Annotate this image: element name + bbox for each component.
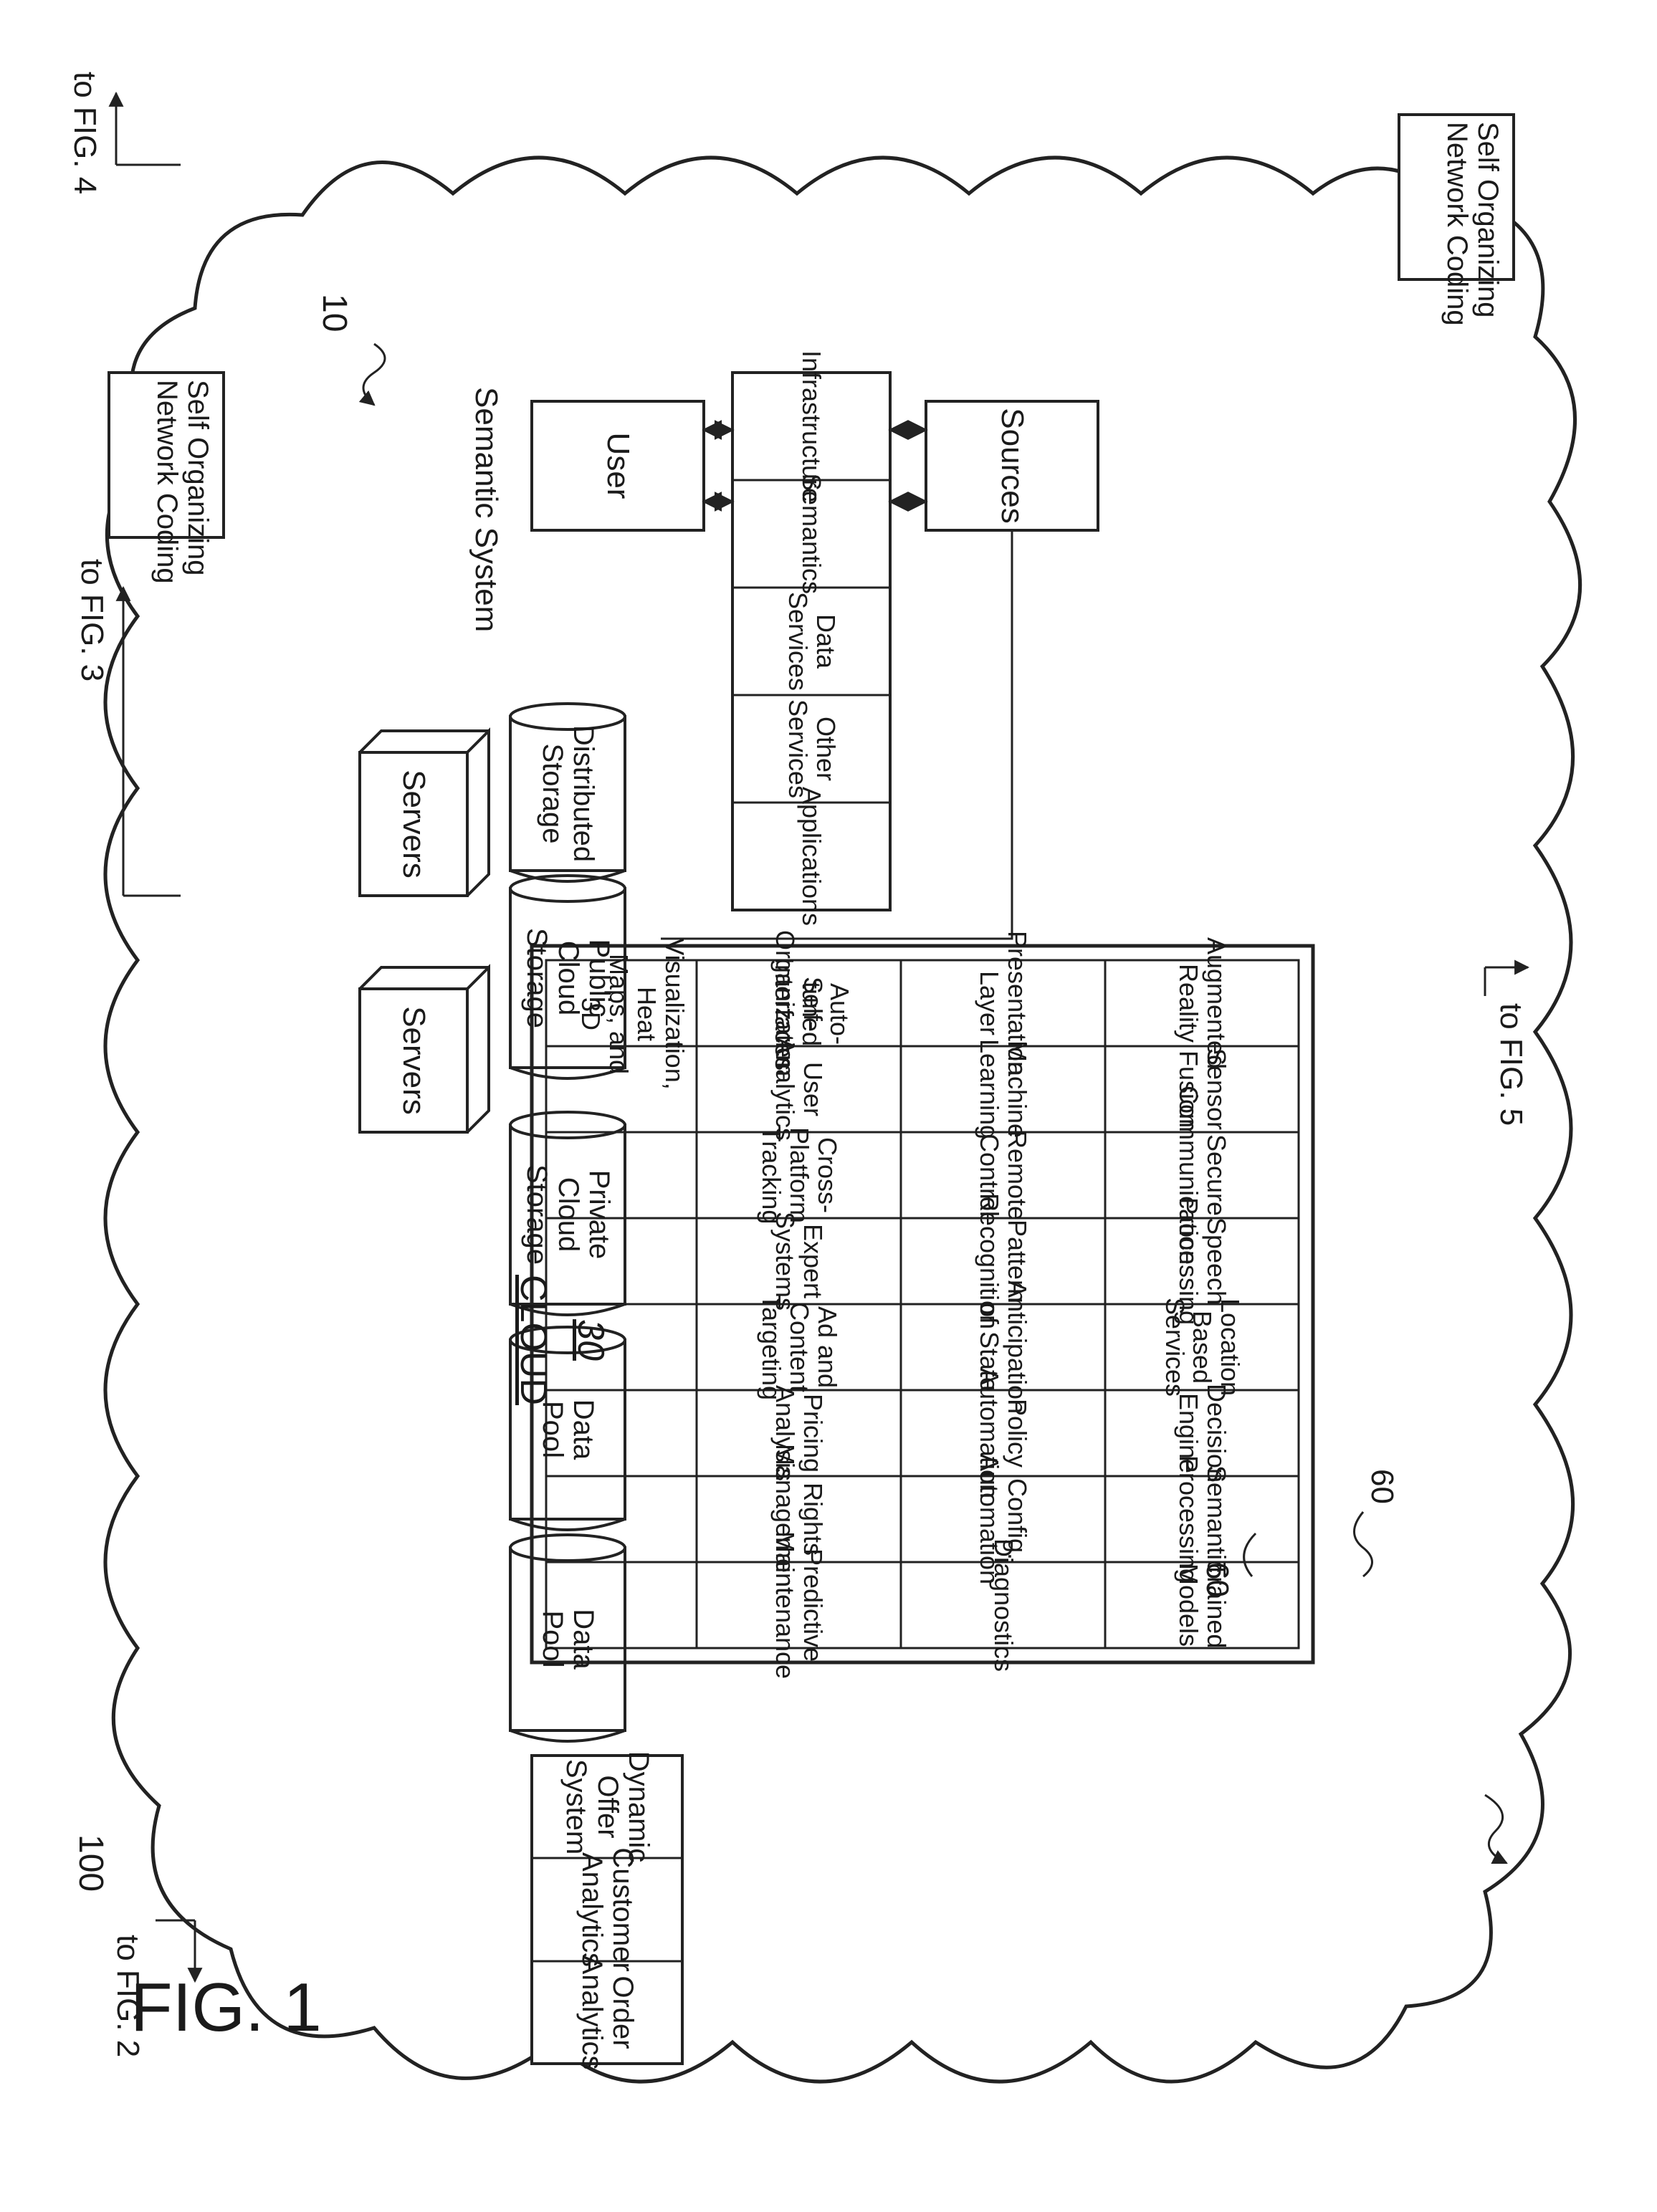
service-cell: Decision Engine bbox=[1105, 1390, 1299, 1476]
service-cell: Cross-Platform Tracking bbox=[697, 1132, 901, 1218]
leader-100 bbox=[1485, 1795, 1506, 1863]
service-cell: Semantic Processing bbox=[1105, 1476, 1299, 1562]
service-footer-cell: Auto-tuned Interfaces bbox=[722, 960, 901, 1068]
service-cell: Ad and Content Targeting bbox=[697, 1304, 901, 1390]
storage-private-cloud: Private Cloud Storage bbox=[510, 1125, 625, 1304]
servers-1: Servers bbox=[360, 752, 467, 896]
servers-2: Servers bbox=[360, 989, 467, 1132]
semantic-layer: Data Services bbox=[732, 588, 890, 695]
sonc-text-right: Self Organizing Network Coding bbox=[1441, 122, 1503, 326]
ref-10: 10 bbox=[315, 294, 353, 332]
link-fig5: to FIG. 5 bbox=[1494, 1003, 1528, 1126]
semantic-sources: Sources bbox=[926, 401, 1098, 530]
link-fig3: to FIG. 3 bbox=[75, 559, 109, 681]
leader-60-top bbox=[1355, 1512, 1372, 1576]
service-footer-cell: Visualization, Heat Maps, and 3D bbox=[543, 960, 722, 1068]
service-cell: Expert Systems bbox=[697, 1218, 901, 1304]
service-cell: Rights Management bbox=[697, 1476, 901, 1562]
service-cell: Presentation Layer bbox=[901, 960, 1105, 1046]
sonc-text-top: Self Organizing Network Coding bbox=[151, 380, 213, 584]
semantic-layer: Other Services bbox=[732, 695, 890, 803]
link-fig4: to FIG. 4 bbox=[67, 72, 102, 194]
semantic-layer: Infrastructure bbox=[732, 373, 890, 480]
ref-100: 100 bbox=[72, 1834, 109, 1892]
service-cell: Remote Control bbox=[901, 1132, 1105, 1218]
storage-data-pool-2: Data Pool bbox=[510, 1340, 625, 1519]
storage-distributed: Distributed Storage bbox=[510, 717, 625, 871]
analytics-dynamic-offer: Dynamic Offer System bbox=[532, 1756, 682, 1858]
semantic-system-title: Semantic System bbox=[469, 387, 503, 632]
semantic-layer: Applications bbox=[732, 803, 890, 910]
figure-title: FIG. 1 bbox=[130, 1971, 322, 2045]
storage-data-pool-1: Data Pool bbox=[510, 1548, 625, 1730]
leader-10 bbox=[363, 344, 385, 405]
service-cell: Secure Communication bbox=[1105, 1132, 1299, 1218]
ref-60-top: 60 bbox=[1365, 1469, 1399, 1504]
semantic-user: User bbox=[532, 401, 704, 530]
service-cell: Pattern Recognition bbox=[901, 1218, 1105, 1304]
link-fig2: to FIG. 2 bbox=[110, 1935, 145, 2057]
service-cell: Pricing Analysis bbox=[697, 1390, 901, 1476]
analytics-order: Order Analytics bbox=[532, 1961, 682, 2064]
analytics-customer: Customer Analytics bbox=[532, 1858, 682, 1961]
service-cell: Augmented Reality bbox=[1105, 960, 1299, 1046]
